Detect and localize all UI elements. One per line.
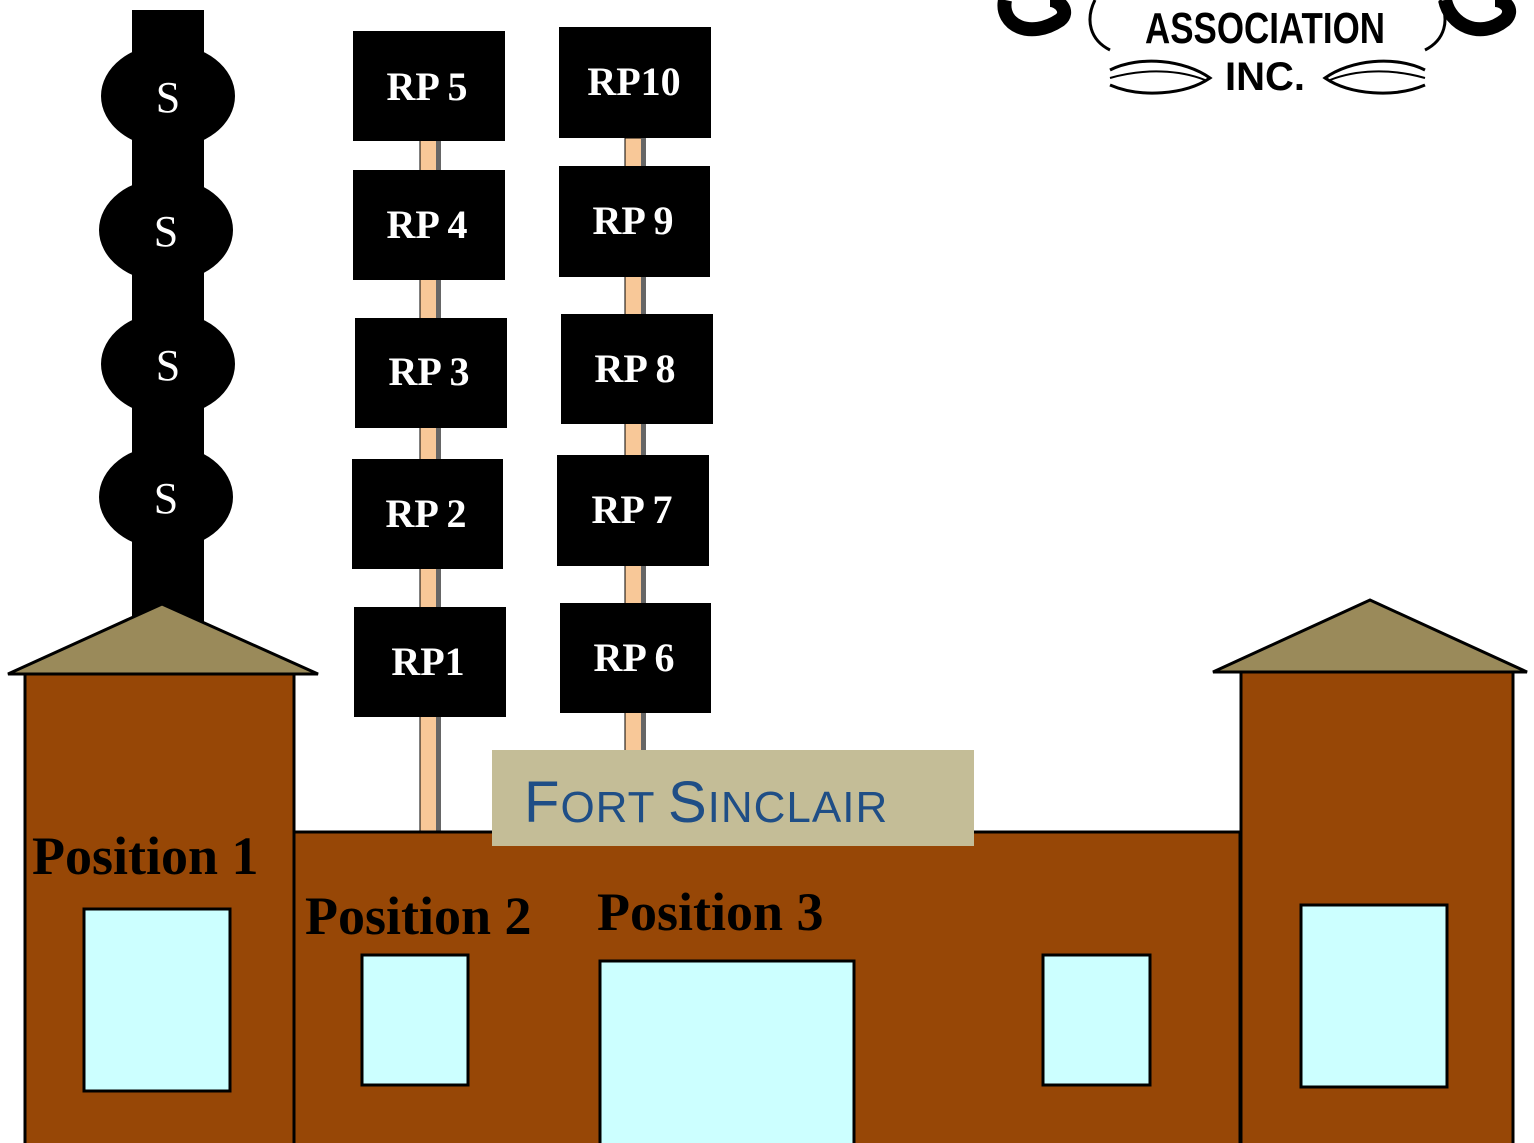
rp-label: RP 9 (592, 198, 673, 243)
rp-label: RP 7 (591, 487, 672, 532)
sign-first-rest: ORT (560, 783, 654, 832)
building (7, 598, 1528, 1143)
rp-box (559, 166, 710, 277)
logo-line1: ASSOCIATION (1145, 4, 1385, 53)
window-right-center (1041, 953, 1152, 1087)
position-3-label: Position 3 (597, 882, 824, 942)
logo-ornament (1424, 0, 1447, 52)
rp-box (354, 607, 506, 717)
rp-label: RP 5 (386, 64, 467, 109)
rp-box (353, 31, 505, 141)
stack-port-3 (101, 312, 235, 416)
logo-swirl-right (1322, 59, 1426, 95)
rp-label: RP 8 (594, 346, 675, 391)
logo-ornament (1088, 0, 1111, 52)
sign-second-rest: INCLAIR (708, 783, 889, 832)
sign-background (492, 750, 974, 846)
stack-label-4: S (154, 474, 178, 523)
window-position-2 (360, 953, 470, 1087)
stack-label-2: S (154, 207, 178, 256)
sign-second-initial: S (668, 770, 708, 835)
rp-box (353, 170, 505, 280)
logo-line2: INC. (1225, 55, 1305, 99)
rp-label: RP 2 (385, 491, 466, 536)
right-tower-roof (1212, 598, 1528, 674)
logo-right-scroll (1438, 0, 1517, 37)
stack-label-1: S (156, 73, 180, 122)
sign-first-initial: F (524, 770, 560, 835)
stack-port-4 (99, 445, 233, 549)
rp-box (561, 314, 713, 424)
rp-box (557, 455, 709, 566)
rp-box (560, 603, 711, 713)
window-position-3 (598, 959, 856, 1143)
rp-label: RP1 (391, 639, 464, 684)
rp-box (355, 318, 507, 428)
window-left-tower (82, 907, 232, 1093)
logo-left-scroll (997, 0, 1072, 37)
stack-port-1 (101, 44, 235, 148)
association-logo: ASSOCIATION INC. (997, 0, 1517, 99)
logo-swirl-right-inner (1329, 70, 1426, 81)
rp-label: RP 3 (388, 349, 469, 394)
rp-label: RP 4 (386, 202, 467, 247)
sign-text: FORT SINCLAIR (524, 770, 888, 835)
window-right-tower (1299, 903, 1449, 1089)
left-tower-roof (7, 602, 319, 676)
position-2-label: Position 2 (305, 886, 532, 946)
pole-right-shadow (641, 138, 646, 752)
logo-swirl-left (1109, 59, 1213, 95)
logo-swirl-left-inner (1109, 70, 1206, 81)
position-1-label: Position 1 (32, 826, 259, 886)
rp-label: RP 6 (593, 635, 674, 680)
reading-points-right: RP10 RP 9 RP 8 RP 7 RP 6 (557, 27, 713, 713)
fort-sinclair-sign: FORT SINCLAIR (492, 750, 974, 846)
rp-label: RP10 (587, 59, 680, 104)
rp-box (352, 459, 503, 569)
stack: S S S S (99, 10, 235, 625)
stack-port-2 (99, 178, 233, 282)
reading-points-left: RP 5 RP 4 RP 3 RP 2 RP1 (352, 31, 507, 717)
rp-box (559, 27, 711, 138)
stack-label-3: S (156, 341, 180, 390)
